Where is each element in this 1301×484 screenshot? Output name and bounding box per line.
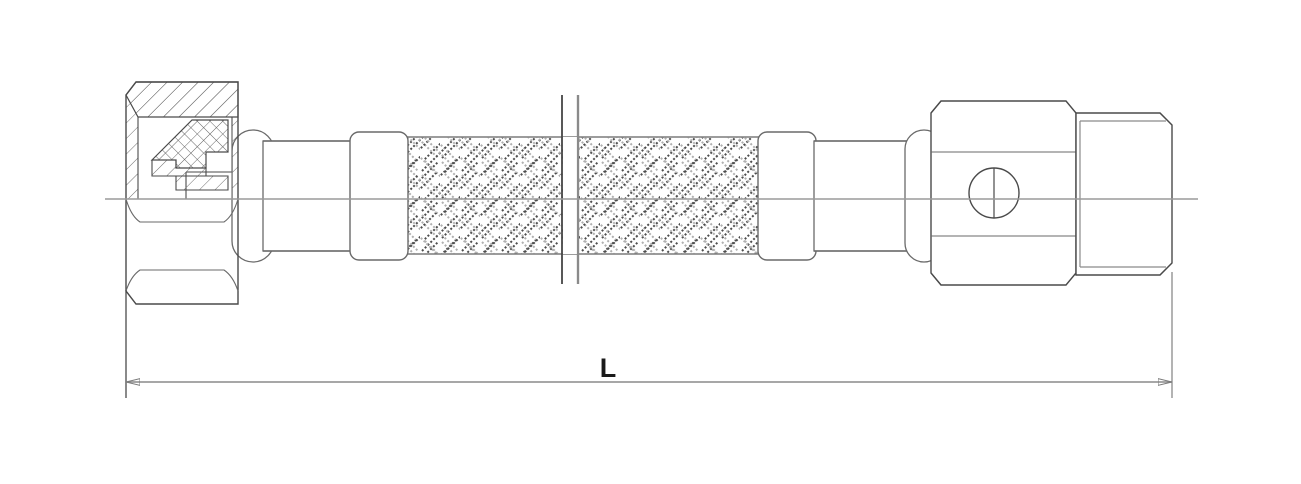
right-nipple-shaft — [813, 140, 917, 252]
braided-hose — [403, 136, 769, 255]
nut-outline — [125, 81, 239, 305]
dimension-label-L: L — [600, 353, 617, 383]
right-ferrule — [757, 131, 817, 261]
thread-outline — [1075, 112, 1173, 276]
nut-chamfer-lower-arc — [125, 269, 239, 292]
right-male-thread — [1075, 112, 1173, 276]
right-hex-body — [930, 100, 1077, 286]
left-ferrule — [349, 131, 409, 261]
break-line — [561, 95, 580, 284]
seal-shoulder-hatch — [151, 159, 207, 177]
nut-wall-hatch — [125, 81, 239, 118]
nut-chamfer-upper-arc — [125, 198, 239, 223]
left-nipple-shaft — [262, 140, 353, 252]
dimension-overall-length: L — [125, 272, 1173, 398]
seal-seat-hatch — [175, 175, 229, 191]
left-swivel-nut — [125, 81, 239, 305]
left-seal-olive — [150, 119, 229, 191]
